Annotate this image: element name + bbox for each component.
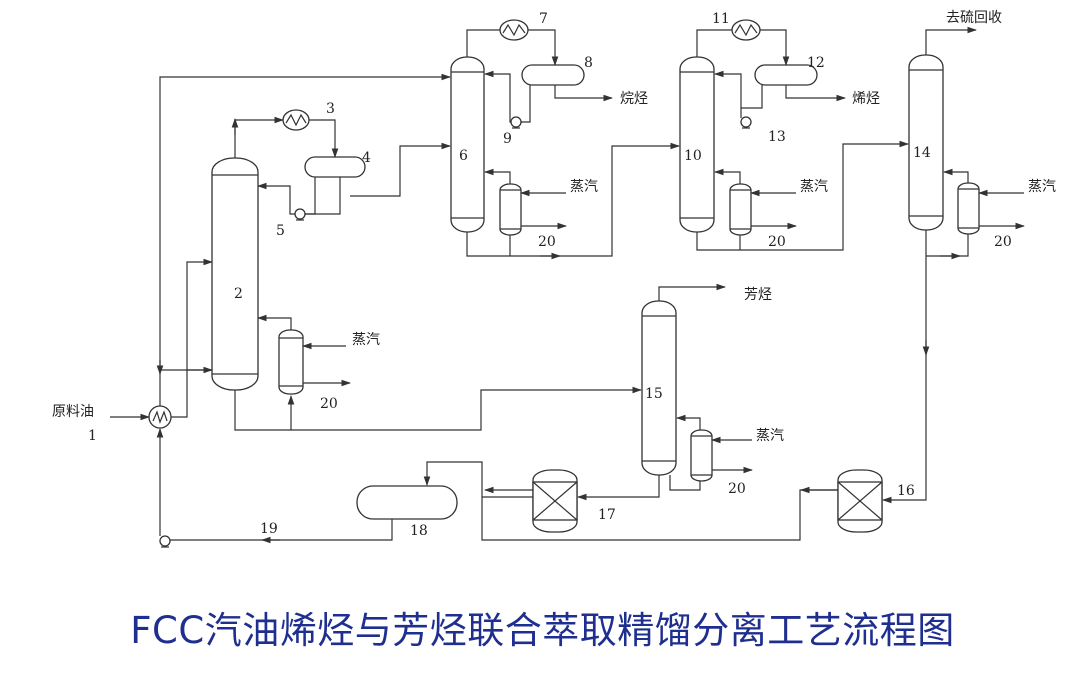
label-aromatic: 芳烃: [744, 286, 772, 303]
num-2: 2: [234, 286, 243, 302]
process-flow-diagram: 原料油 烷烃 烯烃 芳烃 去硫回收 蒸汽 蒸汽 蒸汽 蒸汽 蒸汽 1 2 3 4…: [52, 10, 1056, 548]
label-olefin: 烯烃: [852, 91, 880, 107]
diagram-title: FCC汽油烯烃与芳烃联合萃取精馏分离工艺流程图: [130, 609, 955, 652]
num-4: 4: [362, 150, 371, 166]
num-6: 6: [459, 148, 468, 164]
num-11: 11: [712, 11, 730, 27]
pump-5: [294, 208, 306, 221]
adsorber-16: [837, 469, 883, 533]
label-desulfur: 去硫回收: [946, 10, 1002, 26]
num-20-col2: 20: [320, 396, 338, 412]
num-18: 18: [410, 523, 428, 539]
num-20-col10: 20: [768, 234, 786, 250]
num-13: 13: [768, 129, 786, 145]
storage-tank-18: [356, 485, 458, 520]
reflux-drum-8: [521, 64, 585, 86]
condenser-7: [499, 19, 529, 41]
reboiler-column-14: [957, 182, 980, 235]
num-5: 5: [276, 223, 285, 239]
label-steam-14: 蒸汽: [1028, 179, 1056, 195]
column-15: [641, 300, 677, 476]
heat-exchanger-1: [148, 405, 172, 429]
num-20-col15: 20: [728, 481, 746, 497]
pump-13: [740, 116, 752, 129]
adsorber-17: [532, 469, 578, 533]
label-steam-10: 蒸汽: [800, 179, 828, 195]
label-steam-2: 蒸汽: [352, 332, 380, 348]
condenser-3: [282, 109, 310, 131]
label-steam-15: 蒸汽: [756, 428, 784, 444]
num-15: 15: [645, 386, 663, 402]
num-1: 1: [88, 428, 97, 444]
num-19: 19: [260, 521, 278, 537]
reboiler-column-15: [690, 429, 713, 482]
pump-19: [159, 535, 171, 548]
column-2: [211, 157, 259, 391]
label-feed: 原料油: [52, 404, 94, 420]
column-10: [679, 56, 715, 233]
num-17: 17: [598, 507, 616, 523]
reboiler-column-6: [499, 183, 522, 236]
label-steam-6: 蒸汽: [570, 179, 598, 195]
num-3: 3: [326, 101, 335, 117]
reflux-drum-4: [304, 156, 366, 178]
pump-9: [510, 116, 522, 129]
num-10: 10: [684, 148, 702, 164]
column-14: [908, 54, 944, 231]
label-alkane: 烷烃: [620, 91, 648, 107]
num-8: 8: [584, 55, 593, 71]
column-6: [450, 56, 485, 233]
num-20-col6: 20: [538, 234, 556, 250]
condenser-11: [731, 19, 761, 41]
num-9: 9: [503, 131, 512, 147]
num-7: 7: [539, 11, 548, 27]
reboiler-column-2: [278, 329, 304, 395]
num-16: 16: [897, 483, 915, 499]
num-12: 12: [807, 55, 825, 71]
num-20-col14: 20: [994, 234, 1012, 250]
reboiler-column-10: [729, 183, 752, 236]
num-14: 14: [913, 145, 931, 161]
